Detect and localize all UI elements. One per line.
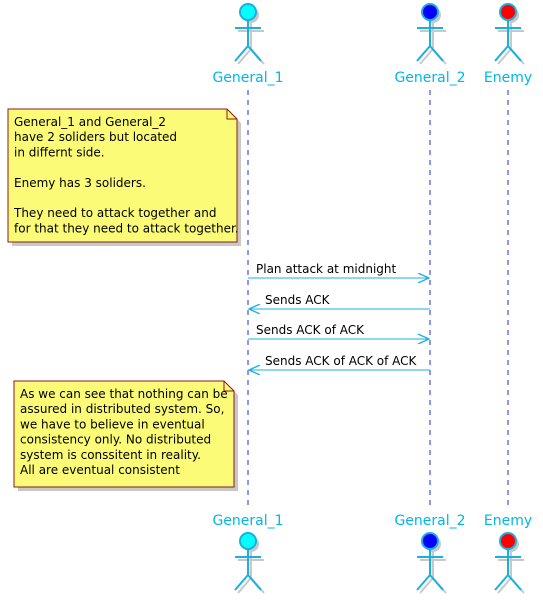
actor-general-2-bottom: General_2 (394, 513, 466, 594)
note-line: All are eventual consistent (20, 463, 180, 477)
actor-label-enemy: Enemy (484, 70, 532, 86)
note-line: assured in distributed system. So, (20, 402, 224, 416)
note-line: have 2 soliders but located (14, 130, 177, 144)
note-line: Enemy has 3 soliders. (14, 176, 146, 190)
actor-head-icon (499, 3, 517, 21)
note-line: They need to attack together and (13, 206, 216, 220)
note-line: As we can see that nothing can be (20, 387, 228, 401)
message-2: Sends ACK (249, 293, 430, 309)
actor-general-1-top: General_1 (212, 3, 284, 86)
actor-figure-icon (234, 3, 265, 65)
actor-figure-icon (416, 532, 447, 594)
note-line: General_1 and General_2 (14, 115, 166, 129)
actor-figure-icon (416, 3, 447, 65)
note-line: for that they need to attack together. (14, 221, 239, 235)
note-2: As we can see that nothing can beassured… (13, 380, 238, 491)
actor-head-icon (421, 3, 439, 21)
actor-head-icon (421, 532, 439, 550)
actor-figure-icon (234, 532, 265, 594)
actor-label-general-1: General_1 (212, 513, 283, 529)
message-4: Sends ACK of ACK of ACK (249, 354, 430, 370)
actor-head-icon (239, 532, 257, 550)
actor-label-general-2: General_2 (394, 513, 465, 529)
message-3: Sends ACK of ACK (248, 323, 429, 339)
actor-figure-icon (494, 532, 525, 594)
actor-enemy-top: Enemy (484, 3, 532, 86)
note-line: consistency only. No distributed (20, 433, 211, 447)
actor-general-2-top: General_2 (394, 3, 466, 86)
message-label: Plan attack at midnight (256, 262, 396, 276)
actor-label-enemy: Enemy (484, 513, 532, 529)
actor-figure-icon (494, 3, 525, 65)
actor-head-icon (499, 532, 517, 550)
note-line: we have to believe in eventual (20, 417, 205, 431)
note-line: in differnt side. (14, 145, 105, 159)
note-line: system is conssitent in reality. (20, 448, 201, 462)
actor-head-icon (239, 3, 257, 21)
actor-label-general-1: General_1 (212, 70, 283, 86)
actor-label-general-2: General_2 (394, 70, 465, 86)
message-1: Plan attack at midnight (248, 262, 429, 278)
actor-general-1-bottom: General_1 (212, 513, 284, 594)
message-label: Sends ACK (265, 293, 331, 307)
message-label: Sends ACK of ACK of ACK (265, 354, 418, 368)
message-label: Sends ACK of ACK (256, 323, 365, 337)
actor-enemy-bottom: Enemy (484, 513, 532, 594)
